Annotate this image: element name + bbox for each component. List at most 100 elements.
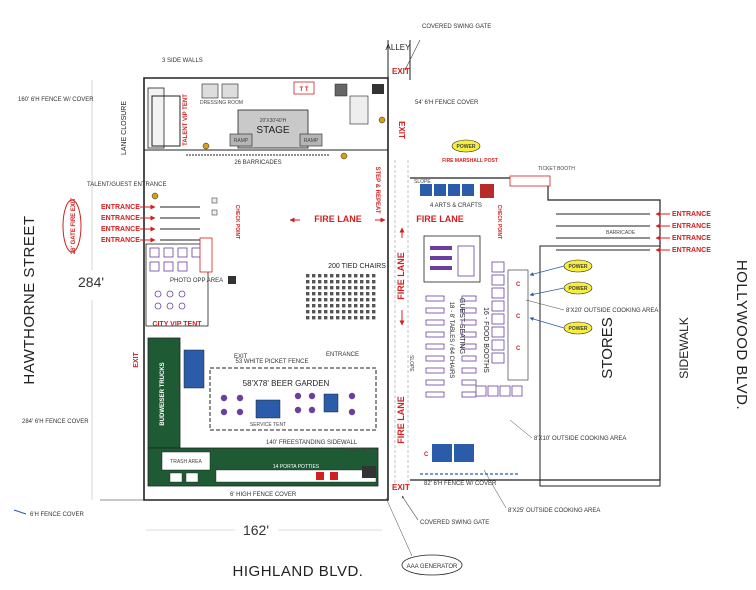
outside-cooking-2-label: 8'X10' OUTSIDE COOKING AREA <box>534 436 626 442</box>
exit-left-label: EXIT <box>133 351 140 367</box>
arts-booth-4 <box>462 184 474 196</box>
chair-95 <box>366 316 370 320</box>
chair-71 <box>366 304 370 308</box>
service-tent <box>255 399 281 419</box>
chair-50 <box>312 298 316 302</box>
guest-seating-label: GUEST SEATING <box>458 298 465 354</box>
stage-size-label: 20'X30'40'H <box>260 118 287 124</box>
chair-77 <box>330 310 334 314</box>
covered-gate-bottom-pointer <box>401 495 419 521</box>
dumpster-2 <box>185 472 199 483</box>
beer-garden-fence <box>209 367 377 431</box>
hollywood-blvd-label: HOLLYWOOD BLVD. <box>733 260 750 410</box>
chair-26 <box>312 286 316 290</box>
chair-69 <box>354 304 358 308</box>
chair-46 <box>360 292 364 296</box>
backstage-tent <box>349 95 369 125</box>
photo-table-1 <box>154 290 162 298</box>
entrance-left-1: ENTRANCE <box>101 204 140 211</box>
barricades-label: 26 BARRICADES <box>234 160 281 166</box>
guest-table-5 <box>425 343 445 350</box>
upper-table-3 <box>430 266 452 270</box>
guest-table-3 <box>425 319 445 326</box>
marker-dot-stage-front <box>340 152 348 160</box>
exit-beer-label: EXIT <box>234 354 248 360</box>
stores-block <box>539 245 661 487</box>
power-1-arrow <box>529 265 565 277</box>
upper-booth-stack <box>457 245 475 277</box>
exit-top-label: EXIT <box>392 67 410 76</box>
chair-13 <box>306 280 310 284</box>
chair-7 <box>342 274 346 278</box>
food-booths-label: 16 - FOOD BOOTHS <box>482 307 489 373</box>
chair-55 <box>342 298 346 302</box>
bike-racks-label: BIKE RACKS <box>346 448 377 454</box>
chair-68 <box>348 304 352 308</box>
fire-lane-label-right: FIRE LANE <box>416 214 464 224</box>
beer-booth-right <box>323 393 339 413</box>
covered-gate-bottom-label: COVERED SWING GATE <box>420 520 489 526</box>
chair-29 <box>330 286 334 290</box>
fence-cover-legend: 6'H FENCE COVER <box>30 512 84 518</box>
chair-2 <box>312 274 316 278</box>
power-top-label: POWER <box>457 144 476 150</box>
upper-seating-tables <box>430 245 475 277</box>
chair-grid <box>306 274 376 320</box>
slope-mid-label: SLOPE <box>408 355 414 372</box>
chair-63 <box>318 304 322 308</box>
chair-35 <box>366 286 370 290</box>
marker-dot-stage-right <box>378 116 386 124</box>
power-oval-top <box>451 139 481 153</box>
porta-potties-label: 14 PORTA POTTIES <box>273 464 320 470</box>
generator-oval <box>401 554 463 576</box>
chair-19 <box>342 280 346 284</box>
generator-label: AAA GENERATOR <box>407 564 458 570</box>
food-booth-1 <box>491 261 505 273</box>
vip-bar <box>199 237 213 273</box>
chair-18 <box>336 280 340 284</box>
entrance-right-4: ENTRANCE <box>672 247 711 254</box>
fire-marshall-post-label: FIRE MARSHALL POST <box>442 158 498 164</box>
photo-table-3 <box>178 290 186 298</box>
vip-seating-zone <box>145 243 209 327</box>
chair-45 <box>354 292 358 296</box>
ramp-right-label: RAMP <box>304 138 319 144</box>
entrance-right-3: ENTRANCE <box>672 235 711 242</box>
food-booth-5 <box>491 313 505 325</box>
chair-70 <box>360 304 364 308</box>
check-point-left-label: CHECK POINT <box>234 205 240 239</box>
porta-potty-row <box>215 469 377 483</box>
beer-garden-tables <box>220 392 356 416</box>
vip-table-6 <box>163 261 174 272</box>
tables-chairs-label: 18 - 8' TABLES / 64 CHAIRS <box>448 302 454 379</box>
chair-61 <box>306 304 310 308</box>
gate-fire-exit-label: 26' GATE FIRE EXIT <box>71 198 77 255</box>
chair-6 <box>336 274 340 278</box>
vip-table-1 <box>149 247 160 258</box>
hawthorne-street-label: HAWTHORNE STREET <box>21 215 38 384</box>
chair-84 <box>372 310 376 314</box>
checkpoint-box-1 <box>211 197 218 204</box>
beer-table-6 <box>308 392 316 400</box>
chair-41 <box>330 292 334 296</box>
bud-booth <box>183 349 205 389</box>
fence-left-top-label: 160' 6'H FENCE W/ COVER <box>18 97 94 103</box>
chair-15 <box>318 280 322 284</box>
chair-48 <box>372 292 376 296</box>
arts-booth-2 <box>434 184 446 196</box>
power-box-left <box>228 276 236 284</box>
chair-93 <box>354 316 358 320</box>
chair-90 <box>336 316 340 320</box>
guest-table-b-5 <box>461 343 477 350</box>
stage-sidewalls-note: 3 SIDE WALLS <box>162 58 203 64</box>
step-repeat-label: STEP & REPEAT <box>374 166 380 213</box>
beer-table-2 <box>236 394 244 402</box>
guest-table-b-4 <box>461 331 477 338</box>
chair-82 <box>360 310 364 314</box>
lower-booth-c-label: C <box>424 452 429 458</box>
chair-72 <box>372 304 376 308</box>
entrance-left-3: ENTRANCE <box>101 226 140 233</box>
beer-table-8 <box>308 406 316 414</box>
left-queue-lines <box>160 206 200 241</box>
entrance-right-2: ENTRANCE <box>672 223 711 230</box>
